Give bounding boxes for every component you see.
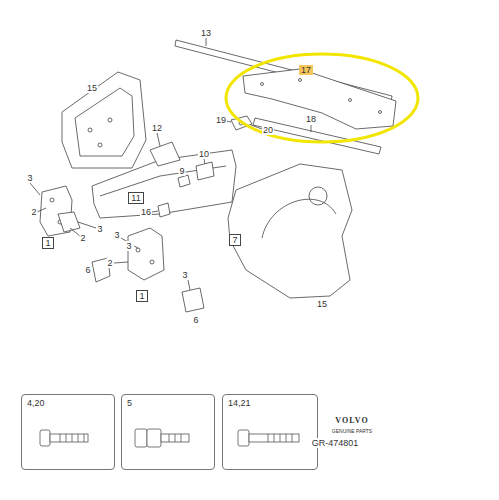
callout-number: 3	[113, 230, 120, 240]
callout-number: 6	[84, 265, 91, 275]
callout-box: 1	[136, 290, 147, 302]
fastener-box: 4,20	[21, 394, 115, 470]
callout-number: 15	[316, 299, 328, 309]
callout-number: 3	[26, 173, 33, 183]
leader-line	[206, 38, 207, 46]
callout-number: 11	[131, 193, 140, 203]
callout-number: 13	[200, 28, 212, 38]
callout-highlight: 17	[299, 65, 313, 75]
callout-number: 4,20	[27, 398, 109, 408]
highlight-ring	[226, 54, 418, 142]
fastener-box: 14,21	[222, 394, 318, 470]
pillar-panel	[62, 72, 146, 168]
callout-number: 19	[215, 115, 227, 125]
fastener-box: 5	[121, 394, 215, 470]
callout-number: 16	[140, 207, 152, 217]
callout-number: 3	[125, 241, 132, 251]
callout-number: 6	[192, 315, 199, 325]
lower-bracket	[128, 228, 164, 280]
callout-number: 3	[181, 270, 188, 280]
brand-logo: VOLVO	[334, 416, 369, 426]
callout-number: 7	[232, 235, 237, 245]
mount-bracket	[196, 162, 214, 180]
callout-number: 20	[262, 125, 274, 135]
callout-number: 2	[30, 207, 37, 217]
brand-tagline: GENUINE PARTS	[331, 428, 373, 434]
callout-box: 11	[128, 192, 143, 204]
reinforcement-plate	[243, 69, 396, 129]
callout-number: 14,21	[228, 398, 312, 408]
callout-number: 18	[305, 114, 317, 124]
callout-number: 12	[151, 123, 163, 133]
callout-number: 2	[106, 258, 113, 268]
callout-number: 5	[127, 398, 209, 408]
callout-number: 2	[79, 233, 86, 243]
wheelhouse-panel	[228, 164, 352, 298]
callout-box: 7	[229, 234, 240, 246]
callout-number: 9	[178, 166, 185, 176]
callout-number: 3	[96, 224, 103, 234]
callout-number: 1	[139, 291, 144, 301]
drawing-number: GR-474801	[311, 438, 360, 448]
callout-number: 17	[301, 65, 311, 75]
fastener-pictures	[40, 429, 299, 447]
callout-number: 15	[86, 83, 98, 93]
callout-number: 10	[198, 149, 210, 159]
callout-number: 1	[45, 238, 50, 248]
callout-box: 1	[42, 237, 53, 249]
